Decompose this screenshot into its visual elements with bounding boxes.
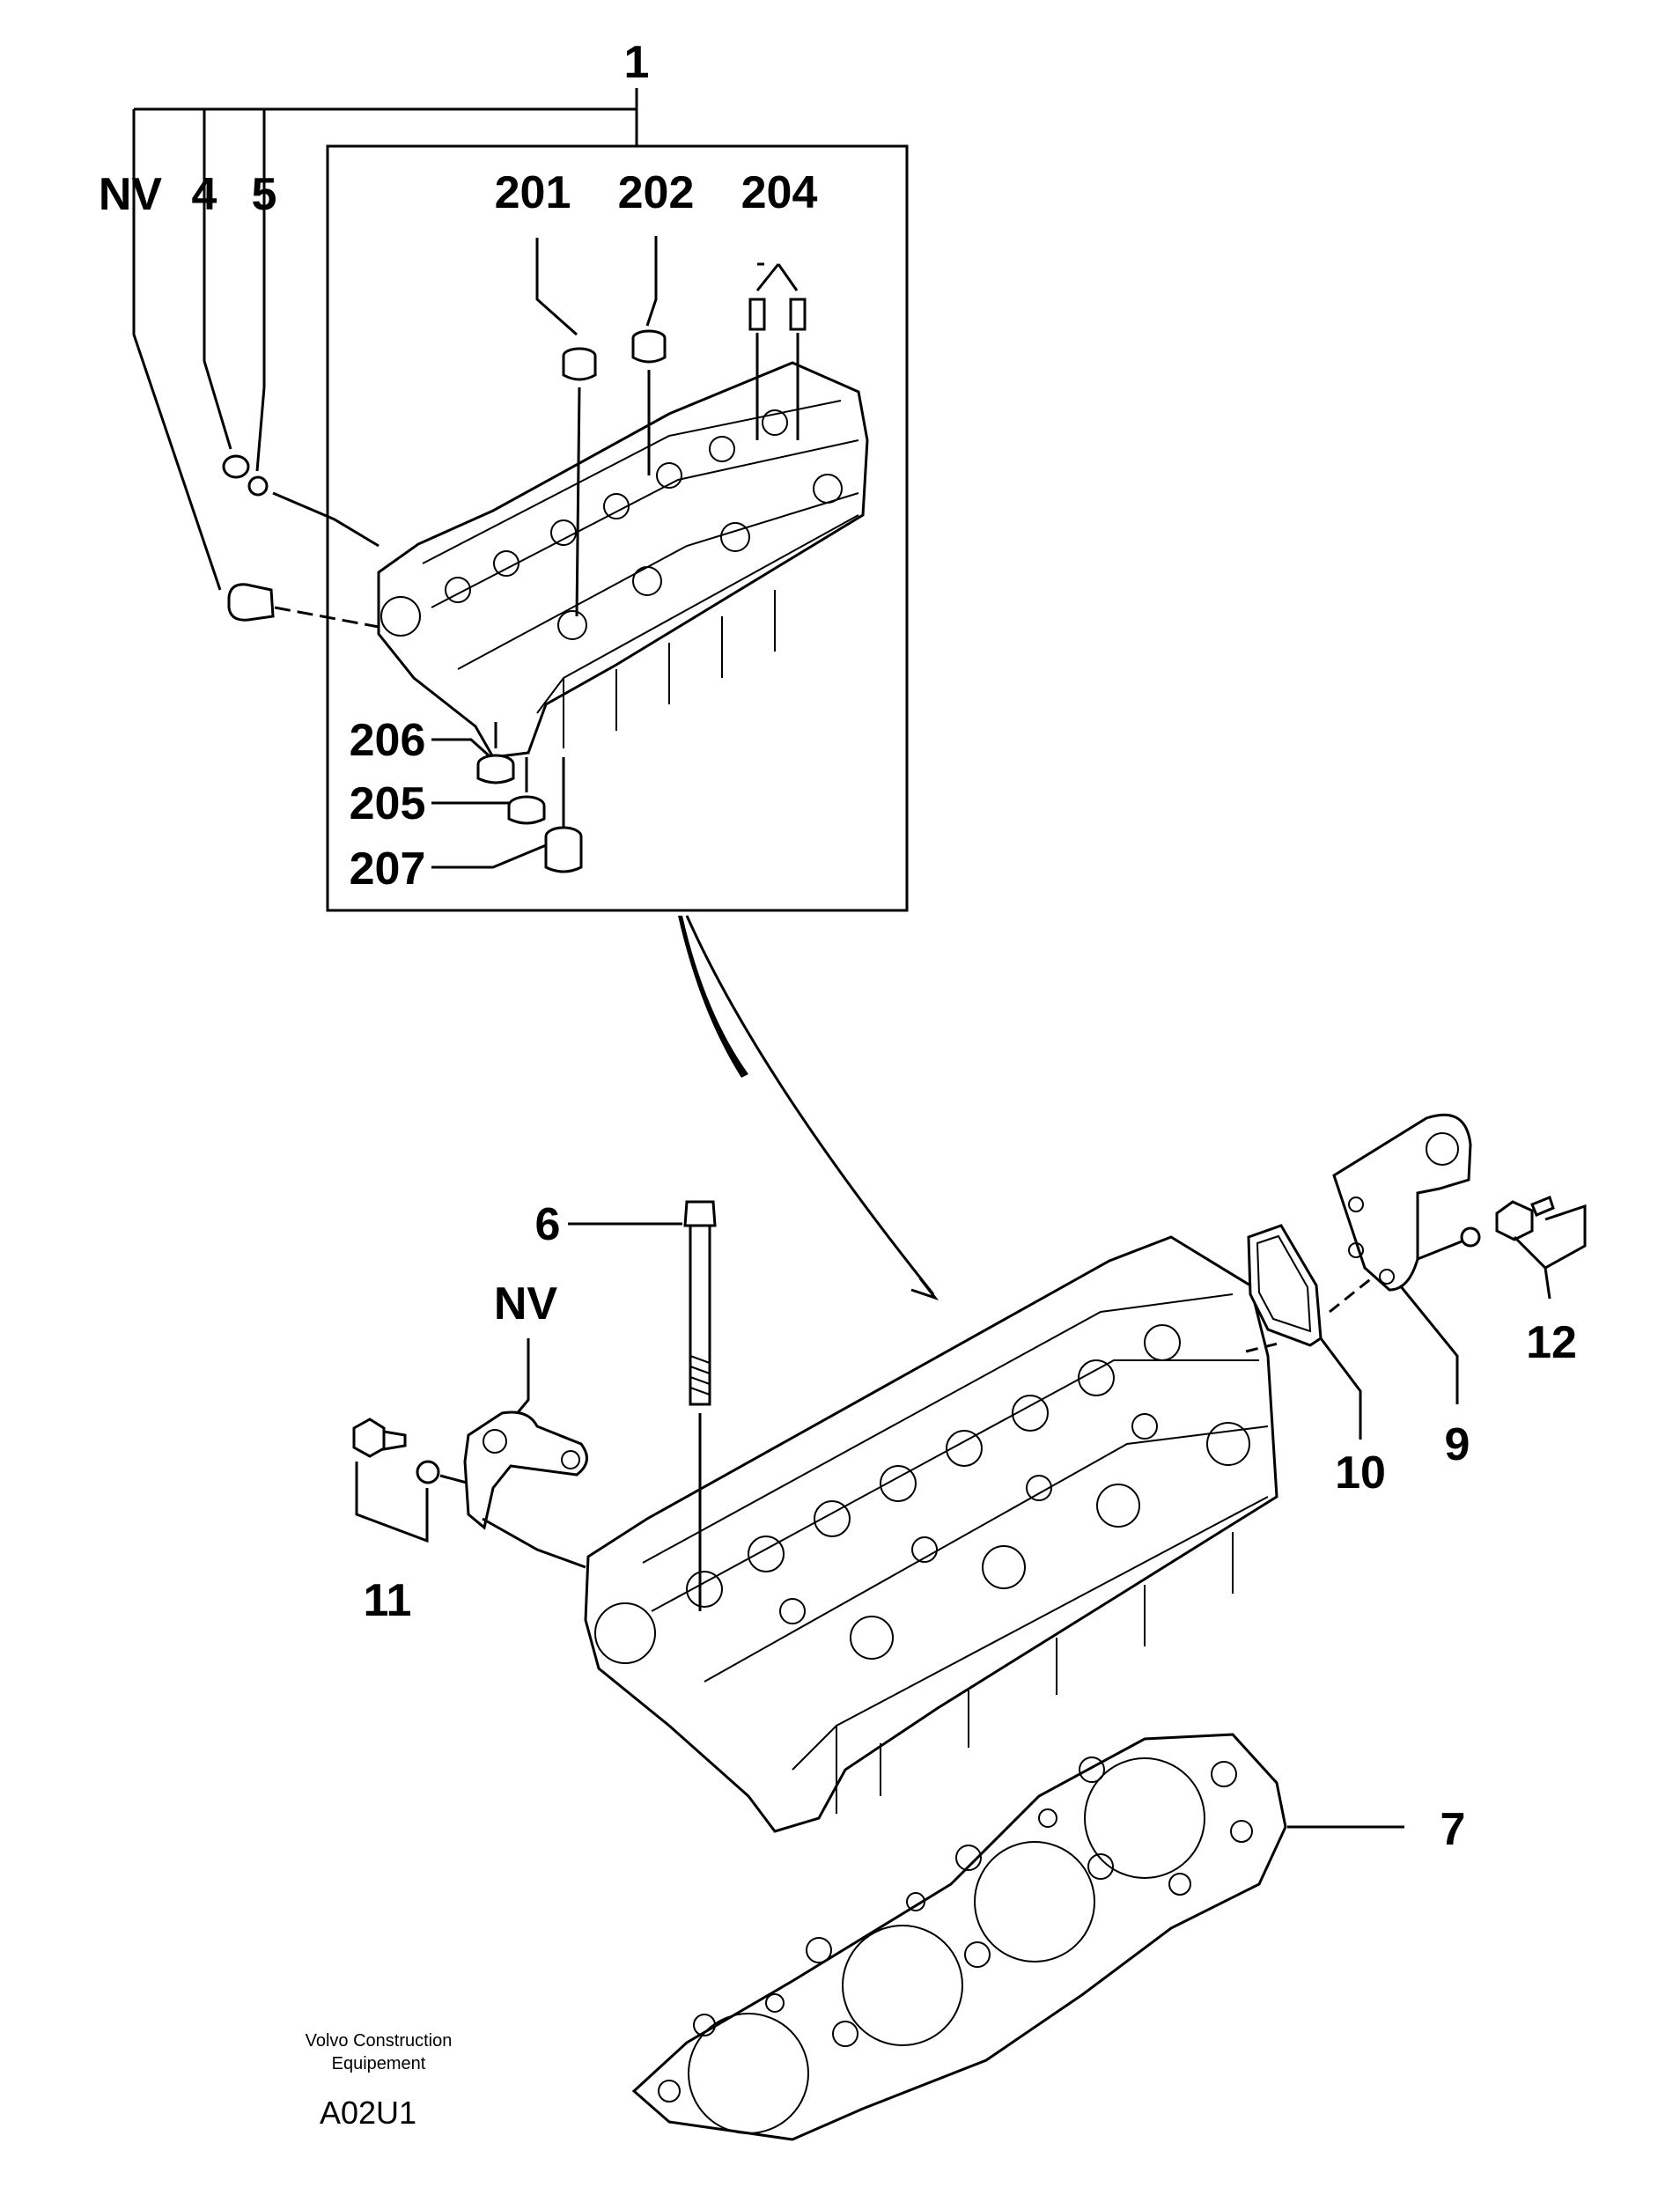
label-10: 10 <box>1335 1447 1386 1499</box>
leader-207 <box>431 843 547 869</box>
parts-12 <box>1460 1196 1587 1300</box>
detail-box-frame <box>326 144 909 912</box>
footer: Volvo Construction Equipement A02U1 <box>306 2031 453 2131</box>
detail-parts <box>431 236 807 873</box>
label-202: 202 <box>618 167 695 218</box>
bracket-nv-mid <box>463 1338 588 1569</box>
label-6: 6 <box>535 1199 561 1250</box>
label-7: 7 <box>1441 1804 1466 1855</box>
leader-tree-1 <box>132 88 638 158</box>
label-205: 205 <box>350 778 426 829</box>
part-labels: 1 NV 4 5 201 202 204 206 205 207 6 NV 9 … <box>99 37 1577 1855</box>
label-5: 5 <box>252 169 277 220</box>
label-nv-mid: NV <box>494 1278 558 1329</box>
leader-11 <box>355 1462 429 1543</box>
parts-11 <box>352 1418 468 1543</box>
bracket-9 <box>1329 1113 1472 1404</box>
label-201: 201 <box>495 167 571 218</box>
detail-box-group <box>132 88 909 912</box>
cylinder-head-small <box>377 361 869 759</box>
gasket-10 <box>1245 1224 1362 1440</box>
label-nv-top: NV <box>99 169 163 220</box>
label-1: 1 <box>624 37 650 88</box>
cylinder-head-large <box>584 1235 1278 1833</box>
brand-line-2: Equipement <box>332 2054 426 2073</box>
leader-202 <box>645 236 658 327</box>
leader-12 <box>1513 1204 1587 1270</box>
side-parts-left-top <box>132 123 379 629</box>
leader-206 <box>431 738 490 757</box>
label-206: 206 <box>350 715 426 766</box>
brand-line-1: Volvo Construction <box>306 2031 453 2051</box>
figure-code: A02U1 <box>320 2095 416 2131</box>
label-207: 207 <box>350 843 426 895</box>
leader-201 <box>535 238 578 336</box>
label-11: 11 <box>364 1575 412 1626</box>
bolt-6 <box>568 1200 717 1611</box>
connection-arrow <box>678 915 939 1300</box>
label-12: 12 <box>1526 1317 1577 1368</box>
label-4: 4 <box>192 169 217 220</box>
label-9: 9 <box>1445 1419 1470 1470</box>
head-gasket-7 <box>631 1733 1404 2141</box>
label-204: 204 <box>741 167 818 218</box>
